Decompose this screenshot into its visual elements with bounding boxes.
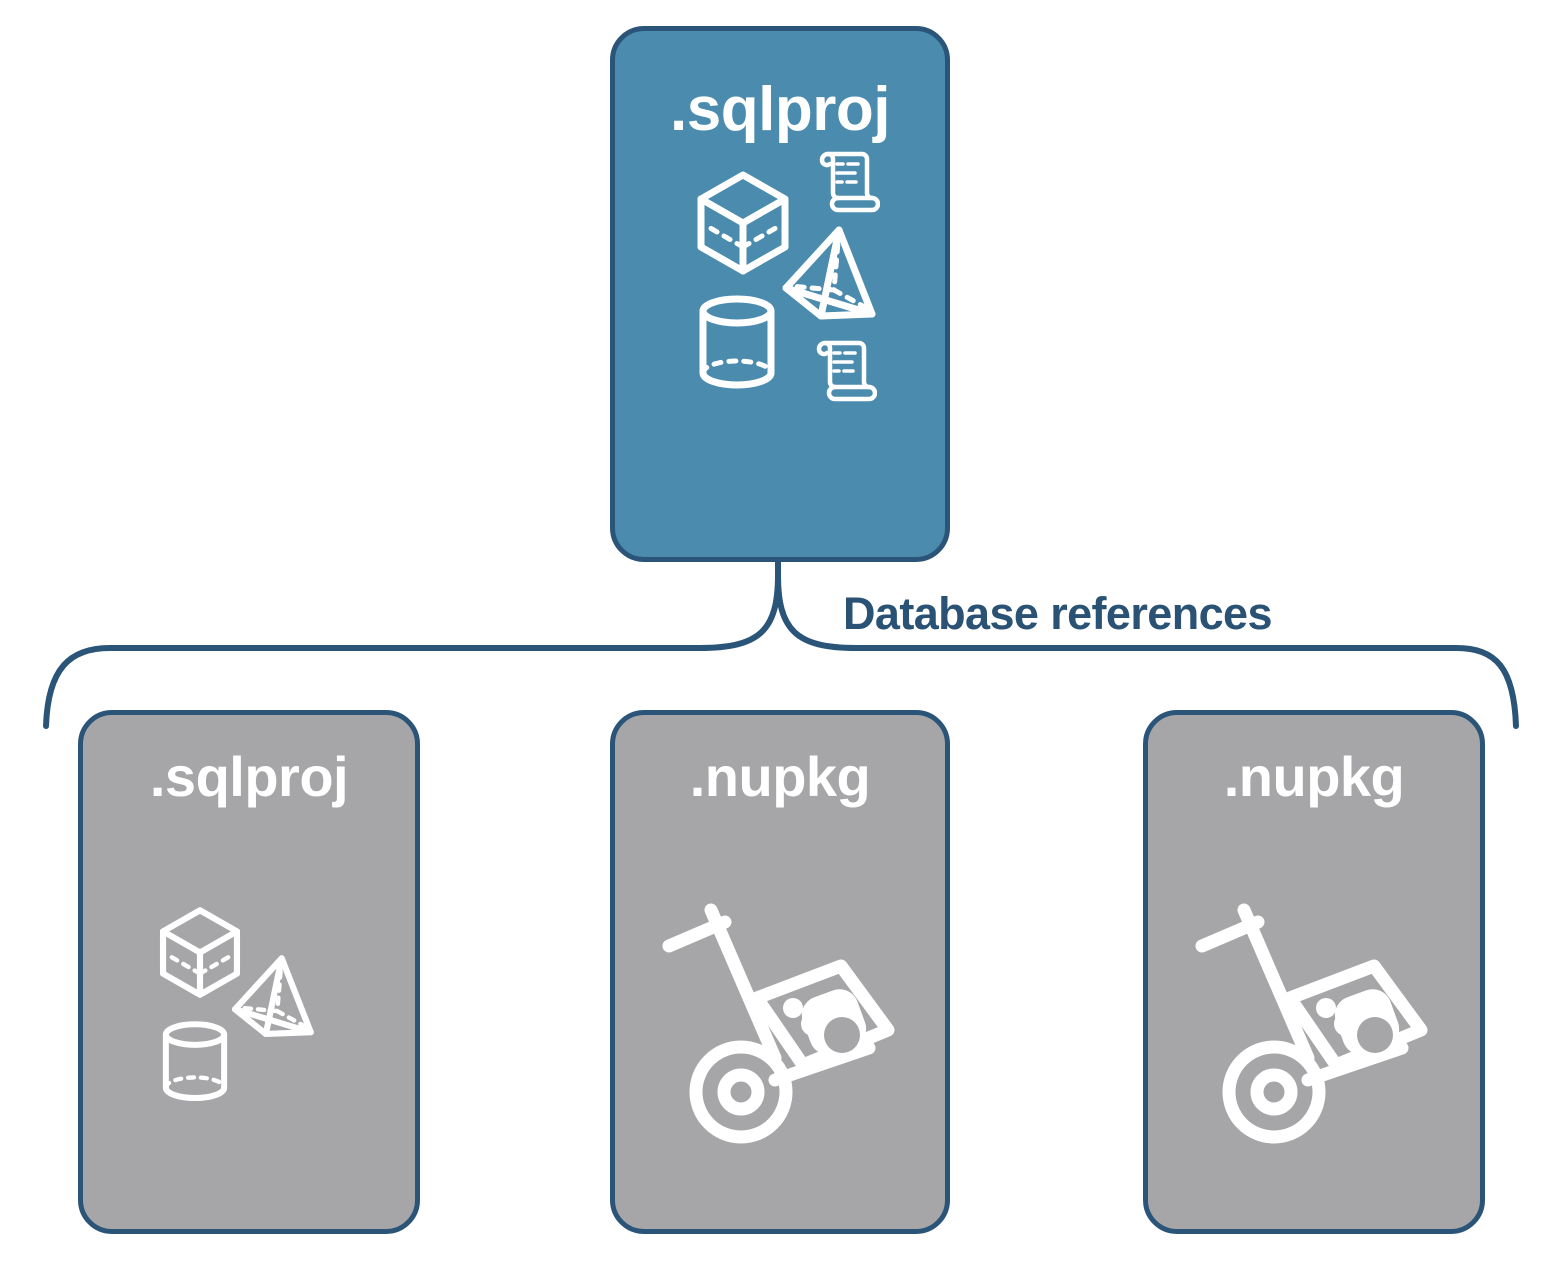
cube-icon <box>159 907 241 998</box>
nuget-package-handtruck-icon <box>662 903 895 1144</box>
node-child-sqlproj[interactable]: .sqlproj <box>78 710 420 1234</box>
node-root-artwork <box>615 141 945 557</box>
node-root-sqlproj[interactable]: .sqlproj <box>610 26 950 562</box>
node-child-nupkg-1-label: .nupkg <box>689 745 871 808</box>
node-child-nupkg-2[interactable]: .nupkg <box>1143 710 1485 1234</box>
node-child-nupkg-2-label: .nupkg <box>1223 745 1405 808</box>
node-child-sqlproj-label: .sqlproj <box>149 745 349 808</box>
script-scroll-icon <box>819 151 880 213</box>
connector-label: Database references <box>843 588 1272 639</box>
node-child-sqlproj-artwork <box>83 805 415 1229</box>
node-child-nupkg-1[interactable]: .nupkg <box>610 710 950 1234</box>
cylinder-icon <box>162 1021 228 1101</box>
pyramid-icon <box>231 955 314 1038</box>
pyramid-icon <box>782 226 876 320</box>
node-root-label: .sqlproj <box>670 75 890 144</box>
node-child-nupkg-1-artwork <box>615 805 945 1229</box>
node-child-nupkg-2-artwork <box>1148 805 1480 1229</box>
cube-icon <box>697 171 789 275</box>
cylinder-icon <box>699 295 775 389</box>
nuget-package-handtruck-icon <box>1195 903 1428 1144</box>
script-scroll-icon <box>816 340 877 402</box>
